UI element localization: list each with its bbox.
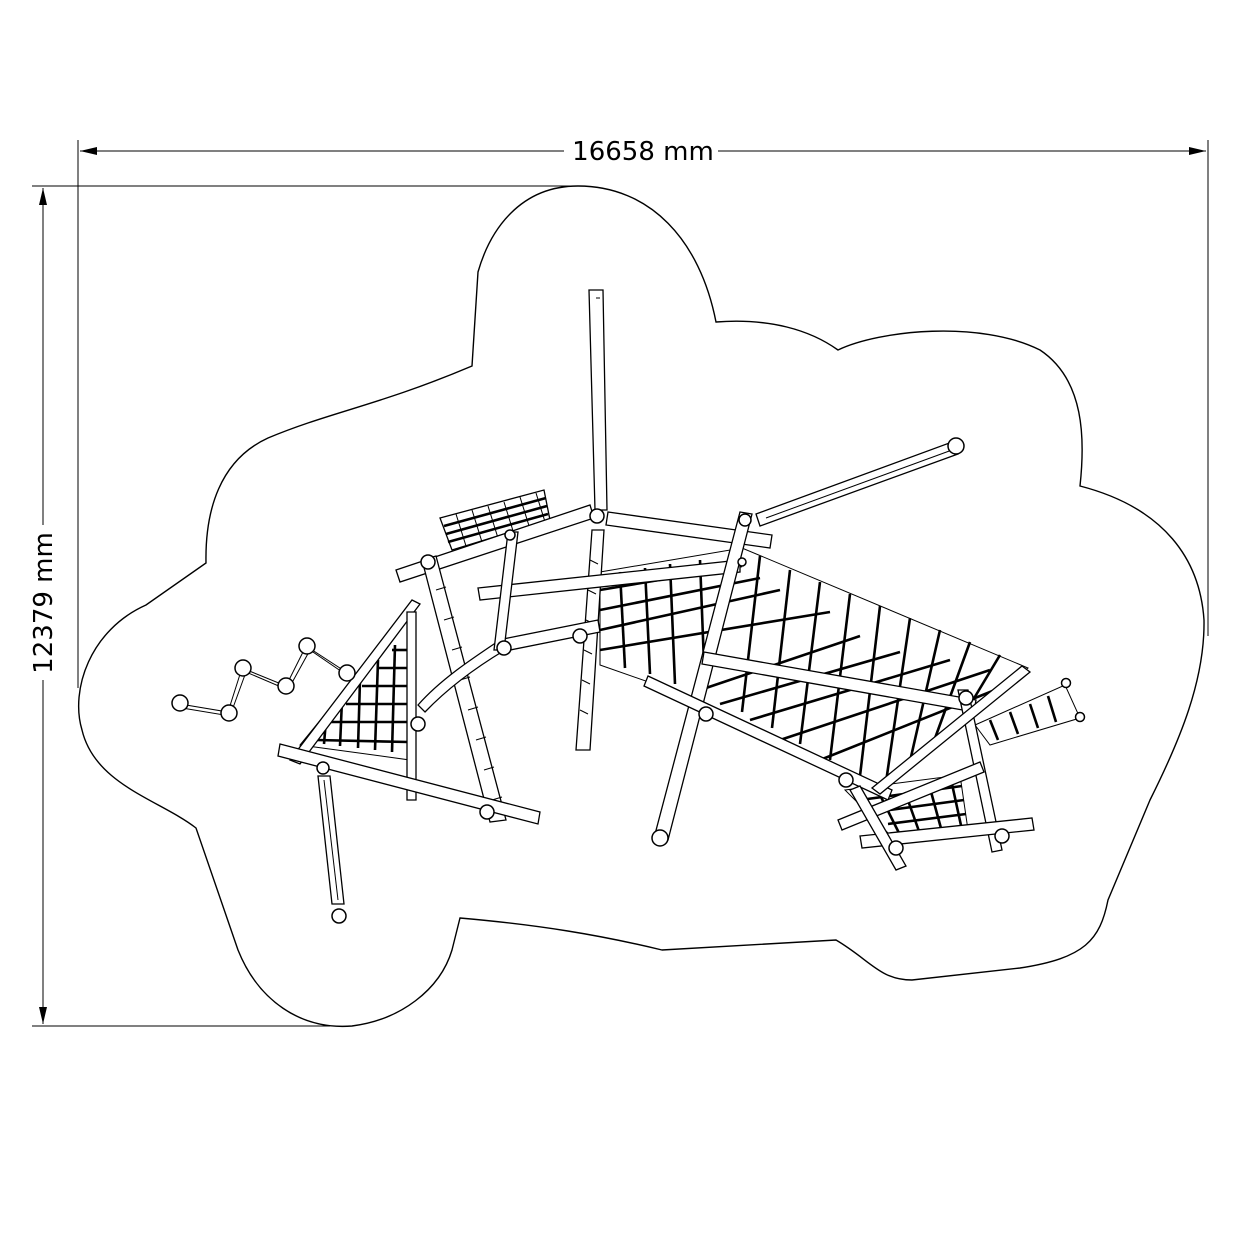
- balance-rope-course: [171, 637, 356, 722]
- height-dimension: 12379 mm: [29, 185, 578, 1027]
- height-dimension-label: 12379 mm: [29, 532, 59, 674]
- width-dimension: 16658 mm: [77, 137, 1209, 688]
- width-dimension-label: 16658 mm: [572, 137, 714, 167]
- rope-ladder: [974, 677, 1086, 746]
- timber-structure: [277, 289, 1035, 871]
- hanging-climbing-chain: [316, 761, 347, 924]
- safety-zone-outline: [78, 185, 1205, 1028]
- post-heads: [410, 437, 1010, 856]
